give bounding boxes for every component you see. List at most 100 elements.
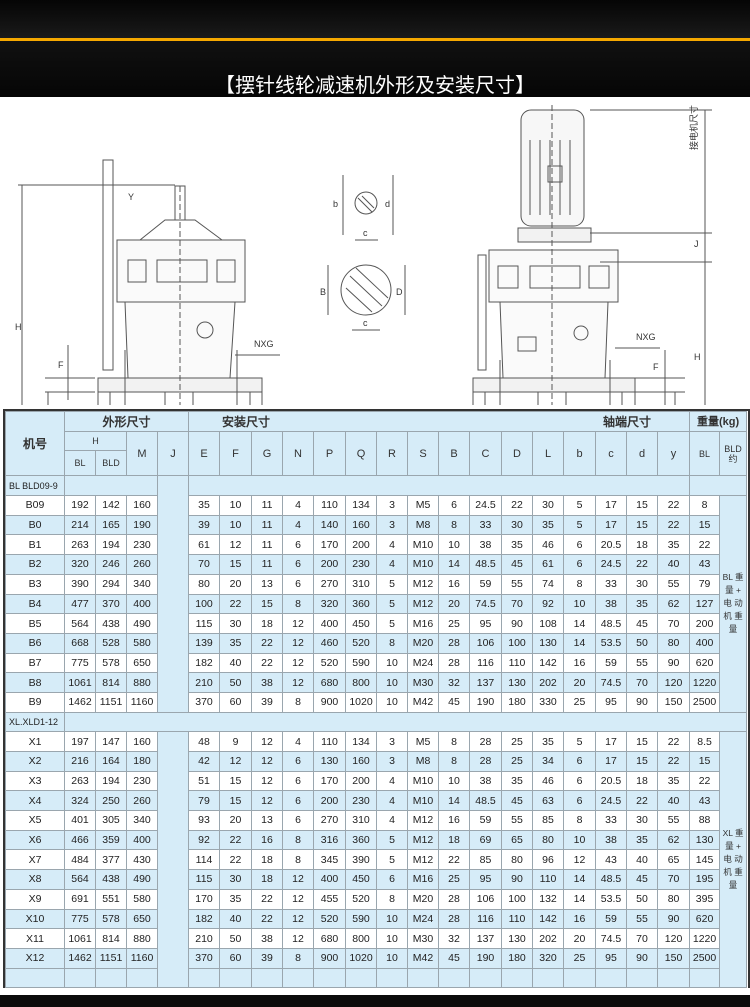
cell-m: 400 (126, 829, 158, 851)
cell-h-bl: 1061 (64, 928, 96, 949)
cell-f: 40 (219, 908, 253, 930)
cell-p: 680 (313, 672, 347, 693)
label-h-left: H (15, 322, 22, 332)
cell-g: 18 (251, 869, 284, 890)
cell-b-upper: 28 (438, 908, 471, 930)
cell-p: 170 (313, 534, 347, 556)
cell-d-upper: 90 (501, 613, 534, 634)
cell-g: 13 (251, 810, 284, 831)
cell-m: 580 (126, 888, 158, 910)
cell-c-lower: 74.5 (595, 672, 628, 693)
cell-r: 5 (376, 849, 409, 871)
cell-l: 46 (532, 770, 565, 792)
cell-e: 92 (188, 829, 221, 851)
cell-d-upper: 35 (501, 770, 534, 792)
cell-model: B1 (5, 534, 65, 556)
cell-c-lower: 33 (595, 810, 628, 831)
header-d-lower: d (626, 430, 659, 477)
blank-cell (563, 967, 597, 989)
weight-note: XL 重 量 + 电 动 机 重 量 (719, 731, 748, 989)
cell-e: 93 (188, 810, 221, 831)
cell-y: 65 (657, 849, 691, 871)
cell-d-lower: 50 (626, 632, 659, 654)
cell-e: 39 (188, 514, 221, 536)
cell-r: 4 (376, 770, 409, 792)
cell-weight-bl: 2500 (689, 947, 721, 969)
cell-c-upper: 74.5 (469, 593, 503, 615)
cell-d-lower: 55 (626, 908, 659, 930)
cell-m: 430 (126, 849, 158, 871)
cell-e: 139 (188, 632, 221, 654)
cell-m: 1160 (126, 947, 158, 969)
cell-e: 48 (188, 731, 221, 752)
cell-p: 900 (313, 947, 347, 969)
label-motor-size: 接电机尺寸 (688, 105, 699, 150)
cell-f: 35 (219, 632, 253, 654)
cell-d-lower: 35 (626, 829, 659, 851)
reducer-drawing-left (18, 159, 280, 405)
cell-n: 6 (282, 534, 315, 556)
header-h: H (64, 430, 127, 452)
cell-weight-bl: 145 (689, 849, 721, 871)
cell-d-upper: 70 (501, 593, 534, 615)
cell-h-bl: 466 (64, 829, 96, 851)
cell-g: 11 (251, 495, 284, 516)
cell-l: 132 (532, 888, 565, 910)
header-d-upper: D (501, 430, 534, 477)
cell-d-lower: 22 (626, 554, 659, 575)
cell-d-upper: 80 (501, 849, 534, 871)
cell-b-upper: 32 (438, 928, 471, 949)
cell-model: B2 (5, 554, 65, 575)
cell-s: M12 (407, 849, 440, 871)
cell-r: 4 (376, 534, 409, 556)
cell-d-upper: 65 (501, 829, 534, 851)
cell-c-lower: 17 (595, 495, 628, 516)
header-l: L (532, 430, 565, 477)
cell-q: 520 (345, 888, 378, 910)
cell-c-upper: 85 (469, 849, 503, 871)
cell-c-upper: 106 (469, 632, 503, 654)
cell-weight-bl: 79 (689, 573, 721, 595)
cell-s: M24 (407, 908, 440, 930)
cell-n: 8 (282, 849, 315, 871)
cell-b-lower: 20 (563, 672, 597, 693)
cell-r: 10 (376, 691, 409, 713)
blank-cell (438, 967, 471, 989)
cell-g: 12 (251, 770, 284, 792)
blank-cell (345, 967, 378, 989)
cell-y: 120 (657, 672, 691, 693)
cell-s: M5 (407, 731, 440, 752)
header-n: N (282, 430, 315, 477)
cell-b-lower: 6 (563, 534, 597, 556)
cell-r: 3 (376, 514, 409, 536)
cell-d-lower: 18 (626, 534, 659, 556)
blank-cell (219, 967, 253, 989)
cell-b-upper: 22 (438, 849, 471, 871)
cell-h-bld: 578 (95, 652, 127, 674)
cell-r: 5 (376, 613, 409, 634)
cell-b-lower: 6 (563, 770, 597, 792)
cell-h-bld: 165 (95, 514, 127, 536)
cell-weight-bl: 22 (689, 770, 721, 792)
j-column-blank (156, 475, 190, 713)
cell-q: 230 (345, 790, 378, 812)
cell-p: 200 (313, 554, 347, 575)
cell-y: 80 (657, 888, 691, 910)
header-h-bl: BL (64, 450, 96, 477)
cell-q: 134 (345, 731, 378, 752)
header-m: M (126, 430, 158, 477)
cell-weight-bl: 8 (689, 495, 721, 516)
cell-weight-bl: 127 (689, 593, 721, 615)
cell-b-upper: 28 (438, 888, 471, 910)
cell-c-lower: 24.5 (595, 554, 628, 575)
cell-h-bl: 263 (64, 770, 96, 792)
cell-b-lower: 12 (563, 849, 597, 871)
cell-y: 22 (657, 751, 691, 772)
blank-cell (532, 967, 565, 989)
cell-b-lower: 5 (563, 514, 597, 536)
cell-h-bld: 1151 (95, 691, 127, 713)
